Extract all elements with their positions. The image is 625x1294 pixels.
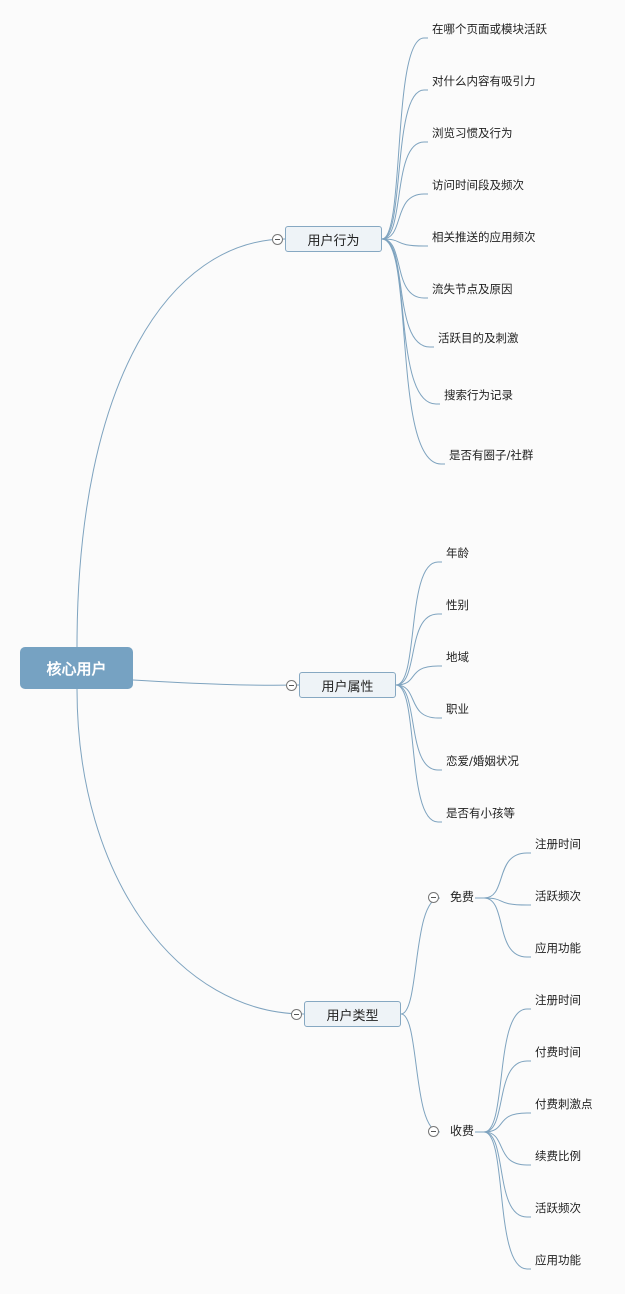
branch-attributes[interactable]: 用户属性 xyxy=(299,672,396,698)
behavior-leaf-link-2 xyxy=(381,141,425,240)
behavior-leaf-link-4 xyxy=(381,238,425,247)
connector-root-attributes xyxy=(132,679,300,686)
collapse-paid-icon[interactable] xyxy=(428,1126,439,1137)
behavior-leaf-link-3 xyxy=(381,193,425,240)
paid-leaf-5[interactable]: 应用功能 xyxy=(535,1253,581,1267)
root-label: 核心用户 xyxy=(46,659,107,678)
attribute-leaf-0[interactable]: 年龄 xyxy=(446,546,469,560)
types-free-link xyxy=(400,897,441,1015)
paid-leaf-link-1 xyxy=(483,1060,528,1133)
paid-leaf-link-3 xyxy=(483,1131,528,1166)
behavior-leaf-0[interactable]: 在哪个页面或模块活跃 xyxy=(432,22,547,36)
paid-leaf-link-2 xyxy=(483,1112,528,1133)
attribute-leaf-link-4 xyxy=(395,684,439,771)
attribute-leaf-link-0 xyxy=(395,561,439,686)
paid-leaf-link-5 xyxy=(483,1131,528,1270)
free-leaf-2[interactable]: 应用功能 xyxy=(535,941,581,955)
attribute-leaf-2[interactable]: 地域 xyxy=(446,650,469,664)
behavior-leaf-link-1 xyxy=(381,89,425,240)
collapse-attributes-icon[interactable] xyxy=(286,680,297,691)
attribute-leaf-4[interactable]: 恋爱/婚姻状况 xyxy=(446,754,519,768)
behavior-leaf-link-0 xyxy=(381,37,425,240)
branch-types-label: 用户类型 xyxy=(326,1008,379,1024)
branch-attributes-label: 用户属性 xyxy=(321,679,374,695)
branch-behavior-label: 用户行为 xyxy=(307,233,360,249)
subbranch-free[interactable]: 免费 xyxy=(450,890,475,904)
behavior-leaf-7[interactable]: 搜索行为记录 xyxy=(444,388,513,402)
attribute-leaf-5[interactable]: 是否有小孩等 xyxy=(446,806,515,820)
free-leaf-link-2 xyxy=(483,897,528,958)
behavior-leaf-link-5 xyxy=(381,238,425,299)
branch-behavior[interactable]: 用户行为 xyxy=(285,226,382,252)
attribute-leaf-link-3 xyxy=(395,684,439,719)
attribute-leaf-1[interactable]: 性别 xyxy=(446,598,469,612)
paid-leaf-0[interactable]: 注册时间 xyxy=(535,993,581,1007)
behavior-leaf-link-7 xyxy=(381,238,437,405)
collapse-types-icon[interactable] xyxy=(291,1009,302,1020)
behavior-leaf-2[interactable]: 浏览习惯及行为 xyxy=(432,126,513,140)
free-leaf-0[interactable]: 注册时间 xyxy=(535,837,581,851)
behavior-leaf-4[interactable]: 相关推送的应用频次 xyxy=(432,230,536,244)
collapse-free-icon[interactable] xyxy=(428,892,439,903)
connector-root-types xyxy=(76,688,305,1015)
attribute-leaf-3[interactable]: 职业 xyxy=(446,702,469,716)
paid-leaf-4[interactable]: 活跃频次 xyxy=(535,1201,581,1215)
paid-leaf-3[interactable]: 续费比例 xyxy=(535,1149,581,1163)
paid-leaf-link-0 xyxy=(483,1008,528,1133)
behavior-leaf-6[interactable]: 活跃目的及刺激 xyxy=(438,331,519,345)
paid-leaf-1[interactable]: 付费时间 xyxy=(535,1045,581,1059)
behavior-leaf-1[interactable]: 对什么内容有吸引力 xyxy=(432,74,536,88)
subbranch-paid[interactable]: 收费 xyxy=(450,1124,475,1138)
behavior-leaf-8[interactable]: 是否有圈子/社群 xyxy=(449,448,534,462)
connector-root-behavior xyxy=(76,238,286,648)
behavior-leaf-5[interactable]: 流失节点及原因 xyxy=(432,282,513,296)
root-node[interactable]: 核心用户 xyxy=(20,647,133,689)
free-leaf-link-1 xyxy=(483,897,528,906)
paid-leaf-2[interactable]: 付费刺激点 xyxy=(535,1097,593,1111)
paid-leaf-link-4 xyxy=(483,1131,528,1218)
attribute-leaf-link-5 xyxy=(395,684,439,823)
free-leaf-1[interactable]: 活跃频次 xyxy=(535,889,581,903)
behavior-leaf-link-8 xyxy=(381,238,442,465)
behavior-leaf-3[interactable]: 访问时间段及频次 xyxy=(432,178,524,192)
branch-types[interactable]: 用户类型 xyxy=(304,1001,401,1027)
free-leaf-link-0 xyxy=(483,852,528,899)
types-paid-link xyxy=(400,1013,441,1133)
collapse-behavior-icon[interactable] xyxy=(272,234,283,245)
attribute-leaf-link-1 xyxy=(395,613,439,686)
attribute-leaf-link-2 xyxy=(395,665,439,686)
behavior-leaf-link-6 xyxy=(381,238,431,348)
